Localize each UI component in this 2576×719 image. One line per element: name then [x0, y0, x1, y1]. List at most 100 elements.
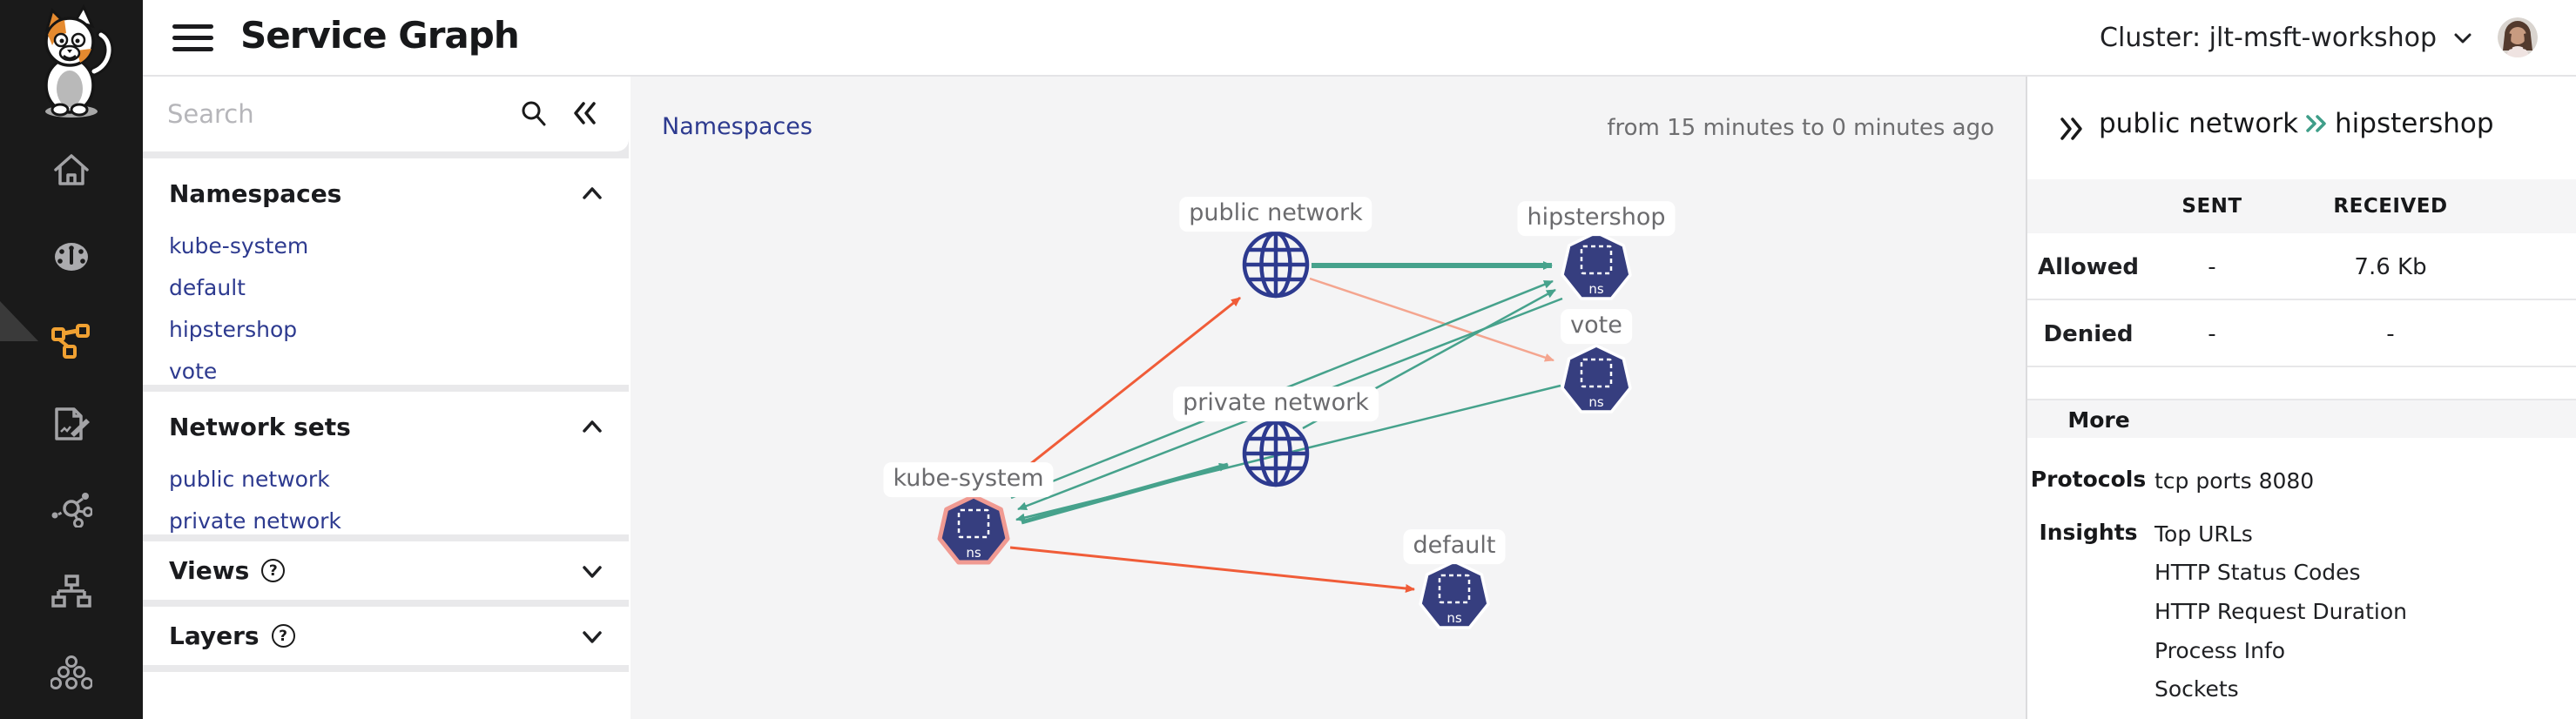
graph-node-hipstershop[interactable]: ns — [1561, 231, 1632, 300]
more-section-header[interactable]: More — [2027, 399, 2576, 438]
nav-endpoints[interactable] — [49, 486, 94, 531]
graph-node-label-default[interactable]: default — [1403, 529, 1506, 564]
graph-node-label-vote[interactable]: vote — [1561, 309, 1632, 344]
cluster-label: Cluster: jlt-msft-workshop — [2100, 22, 2437, 53]
edge-source[interactable]: public network — [2099, 108, 2299, 139]
nav-clusters[interactable] — [49, 650, 94, 695]
service-graph-canvas[interactable]: ns ns ns ns public network private network hi… — [631, 77, 2026, 719]
table-row-denied: Denied - - — [2027, 300, 2576, 367]
clusters-icon — [51, 655, 92, 689]
node-badge: ns — [1588, 281, 1604, 297]
calico-cat-logo[interactable] — [19, 3, 124, 118]
chevron-up-icon — [583, 420, 602, 433]
sidebar-item-private-network[interactable]: private network — [169, 508, 341, 534]
column-sent: SENT — [2182, 195, 2242, 218]
graph-node-vote[interactable]: ns — [1561, 344, 1632, 413]
allowed-sent-value: - — [2208, 254, 2216, 280]
sidebar-section-views[interactable]: Views — [143, 541, 629, 600]
graph-node-public-network[interactable] — [1242, 231, 1310, 299]
edge-target[interactable]: hipstershop — [2335, 108, 2494, 139]
page-title: Service Graph — [240, 14, 520, 57]
insight-process-info[interactable]: Process Info — [2155, 638, 2286, 663]
nav-rail — [0, 0, 143, 719]
compliance-report-icon — [55, 407, 90, 440]
home-icon — [54, 154, 89, 185]
edge-direction-icon — [2305, 113, 2328, 134]
table-row-allowed: Allowed - 7.6 Kb — [2027, 233, 2576, 300]
insight-top-urls[interactable]: Top URLs — [2155, 521, 2253, 547]
row-label: Allowed — [2037, 254, 2140, 280]
sidebar-filler — [143, 672, 629, 719]
cluster-selector[interactable]: Cluster: jlt-msft-workshop — [2100, 23, 2475, 53]
column-received: RECEIVED — [2333, 195, 2448, 218]
section-toggle-namespaces[interactable]: Namespaces — [143, 158, 629, 208]
section-title: Network sets — [169, 413, 351, 441]
graph-edge-kube-system-public-network[interactable] — [991, 296, 1241, 496]
chevron-down-icon — [583, 565, 602, 578]
search-card — [143, 77, 629, 151]
edge-title: public network hipstershop — [2099, 108, 2494, 139]
node-badge: ns — [1446, 610, 1462, 626]
sidebar-item-default[interactable]: default — [169, 275, 246, 300]
sidebar-item-vote[interactable]: vote — [169, 359, 218, 384]
section-title: Namespaces — [169, 179, 342, 208]
nav-home[interactable] — [49, 147, 94, 192]
graph-node-label-kube-system[interactable]: kube-system — [883, 462, 1054, 497]
insight-http-status-codes[interactable]: HTTP Status Codes — [2155, 560, 2361, 585]
graph-edge-public-network-vote[interactable] — [1309, 277, 1554, 362]
chevron-down-icon — [583, 630, 602, 643]
menu-icon[interactable] — [172, 24, 213, 51]
search-icon[interactable] — [519, 99, 549, 132]
traffic-table-header: SENT RECEIVED — [2027, 179, 2576, 233]
graph-node-kube-system[interactable]: ns — [937, 494, 1010, 565]
search-input[interactable] — [167, 77, 498, 151]
protocols-label: Protocols — [2030, 467, 2147, 492]
sidebar-item-public-network[interactable]: public network — [169, 467, 330, 492]
user-avatar[interactable] — [2498, 17, 2538, 57]
active-nav-notch — [0, 301, 38, 341]
chevron-down-icon — [2454, 33, 2471, 44]
nav-dashboard[interactable] — [49, 234, 94, 279]
section-title: Views — [169, 556, 250, 585]
insight-http-request-duration[interactable]: HTTP Request Duration — [2155, 599, 2408, 624]
sidebar-section-layers[interactable]: Layers — [143, 607, 629, 665]
section-toggle-network-sets[interactable]: Network sets — [143, 392, 629, 441]
sidebar-item-hipstershop[interactable]: hipstershop — [169, 317, 298, 342]
policies-icon — [51, 575, 91, 608]
node-badge: ns — [1588, 394, 1604, 410]
sidebar-section-network-sets: Network sets public network private netw… — [143, 392, 629, 534]
graph-node-label-hipstershop[interactable]: hipstershop — [1517, 201, 1676, 236]
details-panel: public network hipstershop SENT RECEIVED… — [2026, 77, 2576, 719]
insights-label: Insights — [2039, 520, 2138, 545]
service-graph-icon — [51, 324, 90, 359]
nav-compliance-reports[interactable] — [49, 402, 94, 447]
top-bar: Service Graph Cluster: jlt-msft-workshop — [143, 0, 2576, 77]
collapse-sidebar-icon[interactable] — [571, 99, 599, 131]
sidebar-item-kube-system[interactable]: kube-system — [169, 233, 309, 259]
help-icon[interactable] — [261, 559, 286, 582]
graph-edge-kube-system-default[interactable] — [1009, 546, 1415, 593]
time-range-label[interactable]: from 15 minutes to 0 minutes ago — [1607, 115, 1994, 141]
sidebar: Namespaces kube-system default hipstersh… — [143, 77, 629, 719]
help-icon[interactable] — [271, 624, 295, 648]
collapse-panel-icon[interactable] — [2057, 115, 2085, 146]
chevron-up-icon — [583, 186, 602, 199]
sidebar-section-namespaces: Namespaces kube-system default hipstersh… — [143, 158, 629, 385]
section-title: Layers — [169, 622, 260, 650]
node-badge: ns — [966, 545, 981, 561]
protocols-value: tcp ports 8080 — [2155, 468, 2315, 494]
denied-received-value: - — [2386, 321, 2395, 347]
allowed-received-value: 7.6 Kb — [2354, 254, 2427, 280]
insight-sockets[interactable]: Sockets — [2155, 676, 2239, 702]
graph-node-label-public-network[interactable]: public network — [1179, 197, 1372, 232]
row-label: Denied — [2043, 321, 2134, 347]
graph-node-default[interactable]: ns — [1419, 560, 1490, 629]
graph-node-label-private-network[interactable]: private network — [1173, 386, 1379, 421]
graph-node-private-network[interactable] — [1242, 420, 1310, 487]
denied-sent-value: - — [2208, 321, 2216, 347]
endpoints-icon — [51, 493, 92, 527]
graph-view-label: Namespaces — [662, 113, 813, 140]
nav-service-graph[interactable] — [49, 319, 94, 364]
nav-policies[interactable] — [49, 569, 94, 615]
